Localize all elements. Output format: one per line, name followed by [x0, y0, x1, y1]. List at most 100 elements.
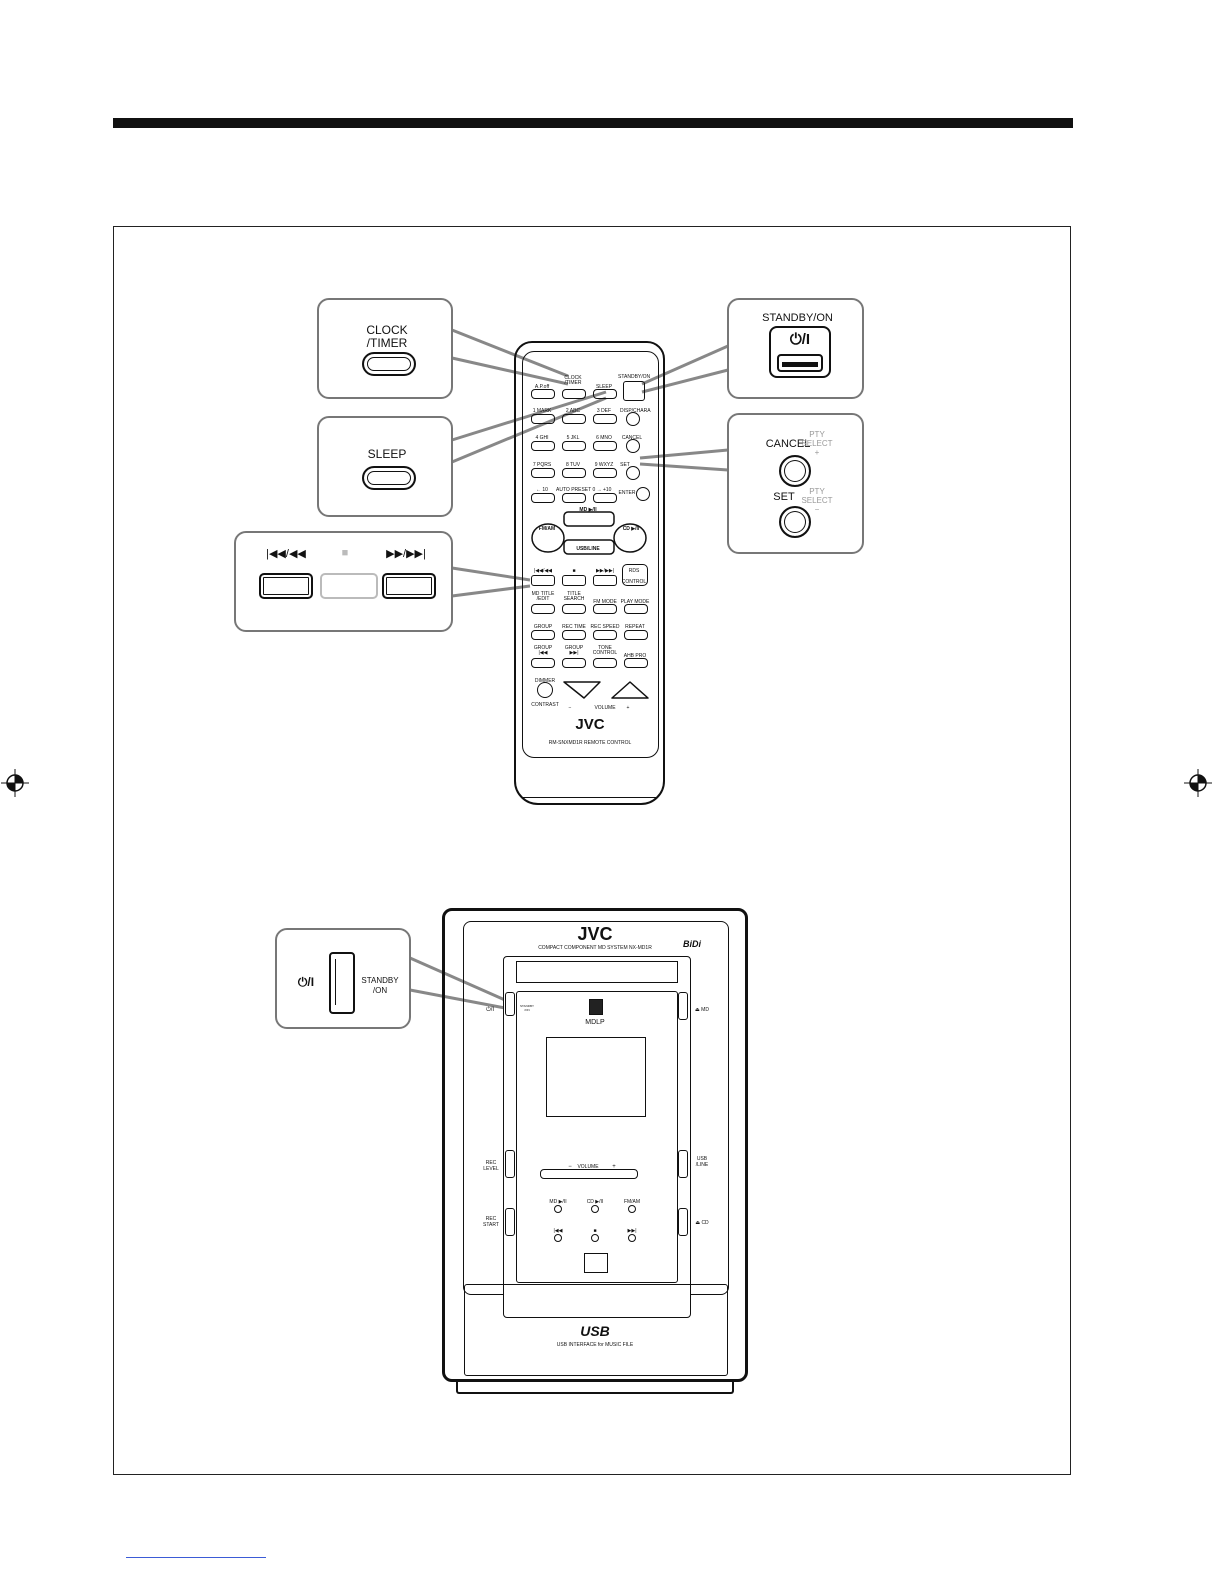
source-cluster: [531, 511, 647, 555]
unit-power-symbol: ⏻/I: [297, 975, 315, 989]
key-0[interactable]: [562, 493, 586, 503]
group-label: GROUP: [533, 624, 553, 630]
key-5[interactable]: [562, 441, 586, 451]
rec-level-key[interactable]: [505, 1150, 515, 1178]
stop-button[interactable]: [320, 573, 378, 599]
volume-up-key[interactable]: [611, 681, 649, 699]
cancel-key[interactable]: [626, 439, 640, 453]
enter-key[interactable]: [636, 487, 650, 501]
group-fwd-label: GROUP ▶▶|: [564, 645, 584, 656]
unit-stop-button[interactable]: [591, 1234, 599, 1242]
tone-control-key[interactable]: [593, 658, 617, 668]
set-button[interactable]: [779, 506, 811, 538]
eject-md-key[interactable]: [678, 992, 688, 1020]
unit-skip-back-button[interactable]: [554, 1234, 562, 1242]
key-2[interactable]: [562, 414, 586, 424]
rec-speed-key[interactable]: [593, 630, 617, 640]
title-search-label: TITLE SEARCH: [563, 591, 585, 602]
key-plus10-label: → +10: [596, 487, 612, 493]
key-8[interactable]: [562, 468, 586, 478]
set-mini-label: SET: [620, 462, 630, 468]
footer-link-underline[interactable]: [126, 1557, 266, 1558]
unit-md-play-button[interactable]: [554, 1205, 562, 1213]
usb-line-button[interactable]: [678, 1150, 688, 1178]
md-title-key[interactable]: [531, 604, 555, 614]
cancel-mini-label: CANCEL: [621, 435, 643, 441]
rec-time-key[interactable]: [562, 630, 586, 640]
stop-label: ■: [341, 547, 349, 559]
clock-timer-callout-label: CLOCK /TIMER: [366, 323, 408, 350]
unit-standby-callout: ⏻/I STANDBY /ON: [275, 928, 411, 1029]
repeat-key[interactable]: [624, 630, 648, 640]
standby-key[interactable]: [623, 381, 645, 401]
key-4-label: 4 GHI: [535, 435, 549, 441]
disp-key[interactable]: [626, 412, 640, 426]
md-slot: [516, 961, 678, 983]
skip-back-key[interactable]: [531, 575, 555, 586]
stop-key[interactable]: [562, 575, 586, 586]
key-7[interactable]: [531, 468, 555, 478]
set-key[interactable]: [626, 466, 640, 480]
dimmer-key[interactable]: [537, 682, 553, 698]
group-key[interactable]: [531, 630, 555, 640]
sleep-button[interactable]: [362, 466, 416, 490]
unit-side-power-key[interactable]: [505, 992, 515, 1016]
standby-button[interactable]: [777, 354, 823, 372]
ahb-pro-label: AHB PRO: [623, 653, 647, 659]
sleep-key[interactable]: [593, 389, 617, 399]
clock-timer-callout: CLOCK /TIMER: [317, 298, 453, 399]
fm-am-key[interactable]: [531, 523, 565, 553]
volume-bar[interactable]: [540, 1169, 638, 1179]
eject-cd-label: ⏏ CD: [695, 1220, 709, 1226]
usb-line-key[interactable]: [563, 539, 615, 555]
unit-skip-fwd-button[interactable]: [628, 1234, 636, 1242]
rec-time-label: REC TIME: [562, 624, 586, 630]
title-search-key[interactable]: [562, 604, 586, 614]
skip-back-label: |◀◀/◀◀: [266, 548, 306, 560]
volume-down-key[interactable]: [563, 681, 601, 699]
aptoff-key[interactable]: [531, 389, 555, 399]
key-3[interactable]: [593, 414, 617, 424]
standby-mini-label: STANDBY/ON: [618, 374, 651, 380]
volume-minus-label: −: [568, 705, 572, 711]
group-fwd-key[interactable]: [562, 658, 586, 668]
rec-start-key[interactable]: [505, 1208, 515, 1236]
md-door-inner: [516, 991, 678, 1283]
unit-fm-am-button[interactable]: [628, 1205, 636, 1213]
eject-cd-key[interactable]: [678, 1208, 688, 1236]
rec-start-label: REC START: [483, 1216, 499, 1228]
group-back-key[interactable]: [531, 658, 555, 668]
pty-select-minus-label: PTY SELECT −: [801, 487, 833, 514]
key-10[interactable]: [531, 493, 555, 503]
fm-mode-key[interactable]: [593, 604, 617, 614]
key-plus10[interactable]: [593, 493, 617, 503]
power-icon: ⏻/I: [789, 331, 811, 348]
remote-bottom: [522, 753, 657, 798]
play-mode-key[interactable]: [624, 604, 648, 614]
skip-back-button[interactable]: [259, 573, 313, 599]
key-6[interactable]: [593, 441, 617, 451]
rds-control-label: RDS CONTROL: [621, 568, 647, 585]
skip-fwd-label: ▶▶/▶▶|: [386, 548, 426, 560]
rds-control-key[interactable]: [622, 564, 648, 586]
registration-mark-icon: [1184, 769, 1212, 797]
group-back-label: GROUP |◀◀: [533, 645, 553, 656]
unit-cd-play-button[interactable]: [591, 1205, 599, 1213]
ahb-pro-key[interactable]: [624, 658, 648, 668]
unit-standby-switch[interactable]: [329, 952, 355, 1014]
contrast-label: CONTRAST: [531, 702, 559, 708]
volume-rocker: [563, 681, 649, 699]
md-play-key[interactable]: [563, 511, 615, 527]
cancel-button[interactable]: [779, 455, 811, 487]
clock-timer-key[interactable]: [562, 389, 586, 399]
cd-play-key[interactable]: [613, 523, 647, 553]
key-1[interactable]: [531, 414, 555, 424]
skip-fwd-button[interactable]: [382, 573, 436, 599]
skip-fwd-key[interactable]: [593, 575, 617, 586]
clock-timer-button[interactable]: [362, 352, 416, 376]
play-mode-label: PLAY MODE: [620, 599, 650, 605]
mdlp-logo-icon: [589, 999, 603, 1015]
key-9[interactable]: [593, 468, 617, 478]
key-4[interactable]: [531, 441, 555, 451]
sleep-label: SLEEP: [595, 384, 613, 390]
